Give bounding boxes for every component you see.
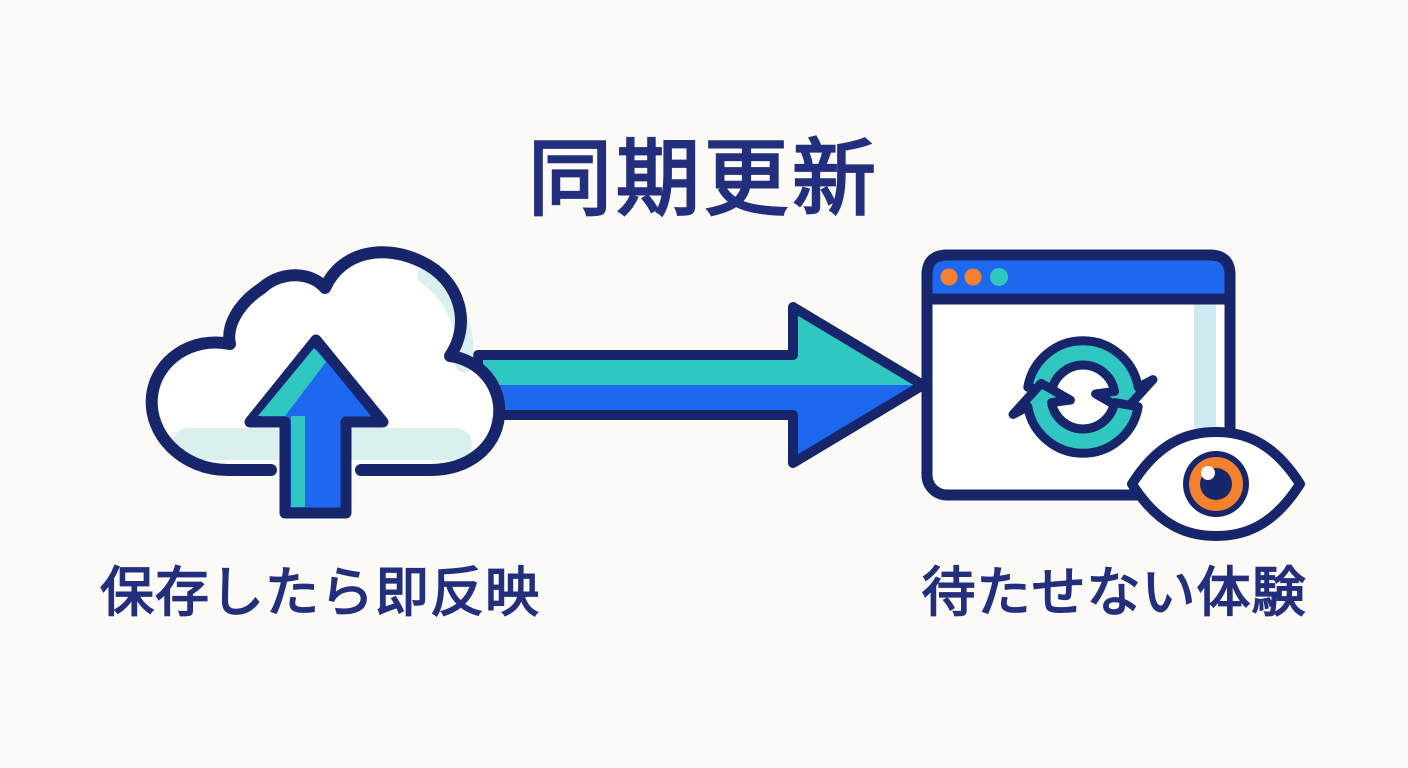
window-control-dots	[940, 268, 1008, 286]
left-caption: 保存したら即反映	[100, 563, 540, 623]
arrow-right-icon	[473, 302, 928, 468]
page-title: 同期更新	[527, 132, 880, 226]
right-caption: 待たせない体験	[921, 563, 1307, 623]
cloud-upload-icon	[128, 246, 508, 538]
sync-refresh-icon	[1008, 336, 1158, 458]
browser-window-icon	[918, 246, 1318, 546]
eye-icon	[1127, 427, 1305, 541]
